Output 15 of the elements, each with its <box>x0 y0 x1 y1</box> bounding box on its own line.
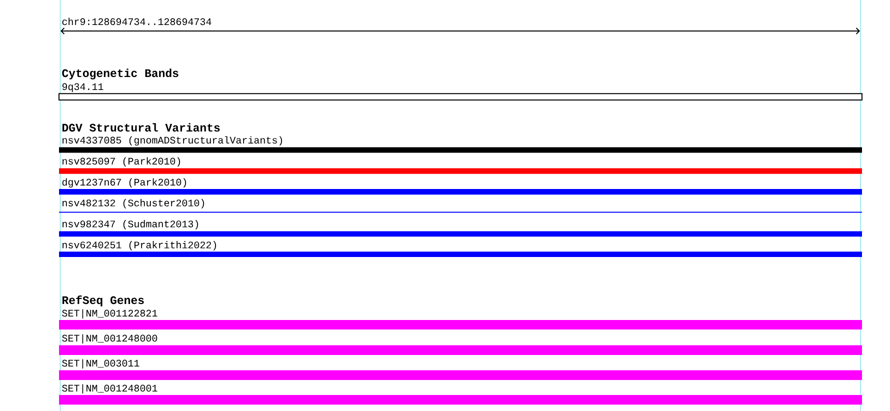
feature-label: dgv1237n67 (Park2010) <box>62 178 186 188</box>
track-heading: RefSeq Genes <box>62 295 144 306</box>
feature-label: SET|NM_001248001 <box>62 384 158 394</box>
band-label: 9q34.11 <box>62 83 104 92</box>
track-heading: DGV Structural Variants <box>62 123 220 132</box>
feature-label: nsv982347 (Sudmant2013) <box>62 220 198 230</box>
feature-label: SET|NM_001248000 <box>62 334 158 344</box>
feature-label: nsv6240251 (Prakrithi2022) <box>62 241 216 250</box>
position-label: chr9:128694734..128694734 <box>62 18 212 26</box>
feature-label: nsv4337085 (gnomADStructuralVariants) <box>62 136 282 146</box>
feature-label: nsv482132 (Schuster2010) <box>62 199 204 208</box>
track-heading: Cytogenetic Bands <box>62 68 178 80</box>
feature-label: SET|NM_001122821 <box>62 309 158 319</box>
feature-label: SET|NM_003011 <box>62 359 140 369</box>
feature-label: nsv825097 (Park2010) <box>62 157 180 167</box>
